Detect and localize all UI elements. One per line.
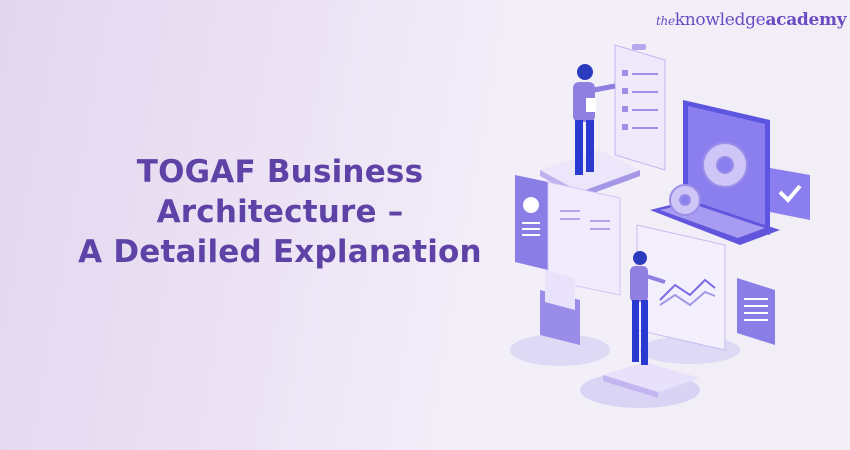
notes-card-icon — [737, 278, 775, 345]
logo-suffix: academy — [765, 10, 847, 30]
logo-prefix: the — [656, 14, 675, 28]
title-line-1: TOGAF Business — [136, 154, 424, 190]
title-line-2: Architecture – — [156, 194, 404, 230]
woman-platform-icon — [603, 362, 700, 398]
woman-figure-icon — [630, 251, 666, 365]
line-chart-board-icon — [636, 224, 726, 351]
checkmark-card-icon — [770, 168, 810, 220]
isometric-illustration — [510, 44, 810, 408]
page-title: TOGAF Business Architecture – A Detailed… — [0, 152, 560, 272]
document-icon — [547, 181, 621, 296]
envelope-icon — [540, 270, 580, 345]
brand-logo: theknowledgeacademy — [656, 10, 847, 30]
gear-icon — [669, 142, 748, 216]
title-line-3: A Detailed Explanation — [78, 234, 482, 270]
man-figure-icon — [573, 64, 616, 175]
logo-main: knowledge — [674, 10, 766, 30]
clipboard-checklist-icon — [614, 44, 666, 171]
profile-card-icon — [515, 175, 548, 270]
